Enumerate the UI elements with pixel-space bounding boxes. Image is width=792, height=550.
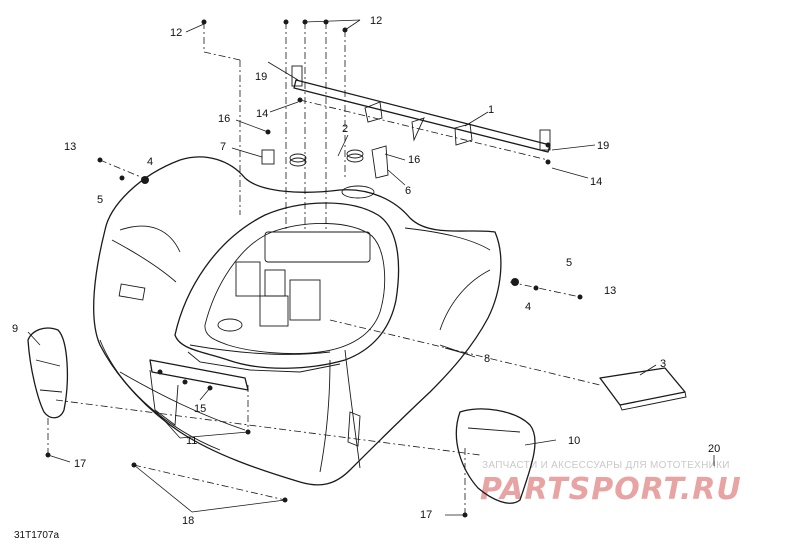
part-6-bracket xyxy=(371,145,389,179)
callout-16: 16 xyxy=(218,113,230,125)
callout-14: 14 xyxy=(256,108,268,120)
part-10-right-cover xyxy=(455,408,536,504)
callout-2: 2 xyxy=(342,123,348,135)
callout-11: 11 xyxy=(186,435,197,447)
callout-16: 16 xyxy=(408,154,420,166)
callout-13: 13 xyxy=(64,141,76,153)
callout-9: 9 xyxy=(12,323,18,335)
callout-17: 17 xyxy=(420,509,432,521)
callout-13: 13 xyxy=(604,285,616,297)
callout-1: 1 xyxy=(488,104,494,116)
callout-5: 5 xyxy=(97,194,103,206)
callout-7: 7 xyxy=(220,141,226,153)
part-2-grommets xyxy=(289,149,364,167)
callout-18: 18 xyxy=(182,515,194,527)
callout-8: 8 xyxy=(484,353,490,365)
callout-19: 19 xyxy=(597,140,609,152)
watermark-logo: PARTSPORT.RU xyxy=(480,472,742,507)
callout-leaders xyxy=(27,19,715,516)
callout-17: 17 xyxy=(74,458,86,470)
callout-4: 4 xyxy=(147,156,153,168)
callout-20: 20 xyxy=(708,443,720,455)
drawing-code: 31T1707a xyxy=(14,530,59,541)
callout-5: 5 xyxy=(566,257,572,269)
part-9-left-cover xyxy=(27,327,69,419)
storage-box xyxy=(174,185,400,373)
fasteners xyxy=(45,19,583,518)
callout-15: 15 xyxy=(194,403,206,415)
callout-12: 12 xyxy=(170,27,182,39)
callout-12: 12 xyxy=(370,15,382,27)
front-fender xyxy=(93,156,502,486)
part-1-support-bar xyxy=(291,65,551,153)
part-11-lower-bracket xyxy=(149,359,249,391)
callout-labels: 12 12 19 14 16 1 2 7 16 6 19 14 13 4 5 5… xyxy=(12,15,720,527)
assembly-lines xyxy=(47,22,601,515)
callout-3: 3 xyxy=(660,358,666,370)
part-7-clip xyxy=(261,149,275,165)
callout-10: 10 xyxy=(568,435,580,447)
callout-4: 4 xyxy=(525,301,531,313)
callout-19: 19 xyxy=(255,71,267,83)
watermark-tagline: ЗАПЧАСТИ И АКСЕССУАРЫ ДЛЯ МОТОТЕХНИКИ xyxy=(482,460,730,471)
callout-14: 14 xyxy=(590,176,602,188)
callout-6: 6 xyxy=(405,185,411,197)
